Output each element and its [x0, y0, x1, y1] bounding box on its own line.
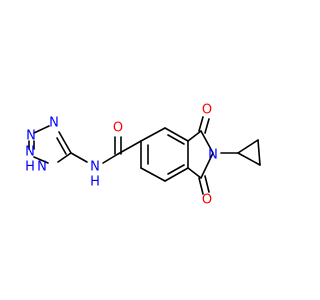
triazole-nh-nitrogen-label: N	[37, 160, 47, 175]
amide-nitrogen-hydrogen-label: H	[90, 175, 100, 190]
bond	[167, 134, 185, 145]
bond	[237, 152, 261, 166]
amide-nitrogen-label: N	[90, 160, 100, 175]
bonds	[28, 116, 261, 195]
bond	[57, 152, 72, 163]
bond	[187, 167, 202, 179]
triazole-n2-label: N	[26, 129, 36, 144]
molecule-diagram: O N H N N N N H O N O	[25, 103, 261, 208]
amide-oxygen-label: O	[113, 121, 123, 136]
structure-drawing: O N H N N N N H O N O	[25, 103, 261, 208]
atom-labels: O N H N N N N H O N O	[25, 103, 218, 208]
bond	[164, 127, 189, 142]
bond	[237, 139, 259, 154]
bond	[200, 130, 214, 154]
bond	[187, 130, 202, 142]
bond	[117, 140, 142, 155]
bond	[257, 139, 261, 166]
bond	[70, 152, 88, 163]
bond	[167, 164, 185, 175]
bond	[102, 153, 119, 164]
bond	[140, 127, 166, 142]
bond	[58, 131, 72, 154]
triazole-n1-label: N	[25, 145, 35, 160]
bond	[204, 118, 210, 134]
bond	[140, 167, 166, 182]
bond	[33, 156, 49, 164]
bond	[200, 152, 214, 179]
bond	[56, 137, 67, 155]
imide-nitrogen-label: N	[208, 148, 218, 163]
imide-top-oxygen-label: O	[202, 103, 212, 118]
bond	[198, 177, 204, 195]
triazole-nh-hydrogen-label: H	[25, 160, 35, 175]
bond	[204, 175, 210, 193]
imide-bottom-oxygen-label: O	[202, 193, 212, 208]
bond	[198, 116, 204, 132]
triazole-n4-label: N	[49, 116, 59, 131]
bond	[33, 125, 50, 134]
bond	[164, 167, 189, 182]
